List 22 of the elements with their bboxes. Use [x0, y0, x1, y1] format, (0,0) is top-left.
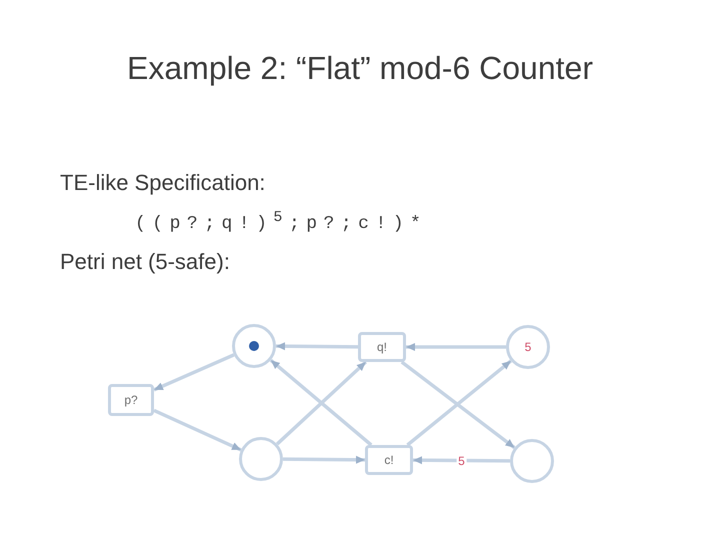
transition-label: p? — [124, 393, 138, 407]
place-circle — [239, 437, 283, 481]
transition-box — [365, 445, 413, 475]
arc-arrow — [412, 456, 510, 464]
transition-label: c! — [384, 453, 394, 467]
place-circle — [232, 324, 276, 368]
place-circle — [510, 439, 554, 483]
arc-arrow — [276, 342, 358, 350]
arc-weight: 5 — [456, 454, 467, 468]
place-circle — [506, 325, 550, 369]
slide-title: Example 2: “Flat” mod-6 Counter — [127, 49, 593, 88]
transition-box — [108, 384, 154, 416]
token-count: 5 — [524, 340, 532, 354]
transition-box — [358, 332, 406, 362]
section-heading: Petri net (5-safe): — [60, 249, 230, 276]
section-heading: TE-like Specification: — [60, 170, 266, 196]
arc-arrow — [406, 343, 506, 351]
transition-label: q! — [376, 340, 387, 354]
arc-arrow — [153, 353, 235, 392]
arc-arrow — [282, 456, 366, 464]
specification-expression: ((p?;q!)$^{5}$;p?;c!)* — [135, 209, 428, 236]
arc-arrow — [153, 408, 242, 452]
